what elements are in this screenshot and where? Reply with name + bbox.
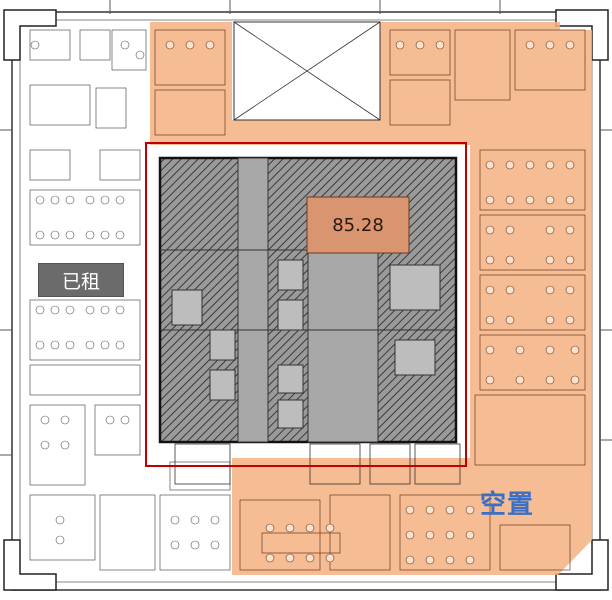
highlight-boundary <box>145 142 467 467</box>
chairs-right <box>165 40 580 565</box>
rented-label: 已租 <box>38 263 124 297</box>
furniture-right <box>154 29 586 571</box>
furniture-left <box>29 29 231 571</box>
chairs-left <box>30 40 220 550</box>
service-strip <box>174 443 461 485</box>
area-label: 85.28 <box>332 214 384 236</box>
vacant-label: 空置 <box>480 490 535 520</box>
atrium-void <box>233 21 381 121</box>
vacant-zone <box>150 22 592 575</box>
area-room <box>306 196 410 254</box>
